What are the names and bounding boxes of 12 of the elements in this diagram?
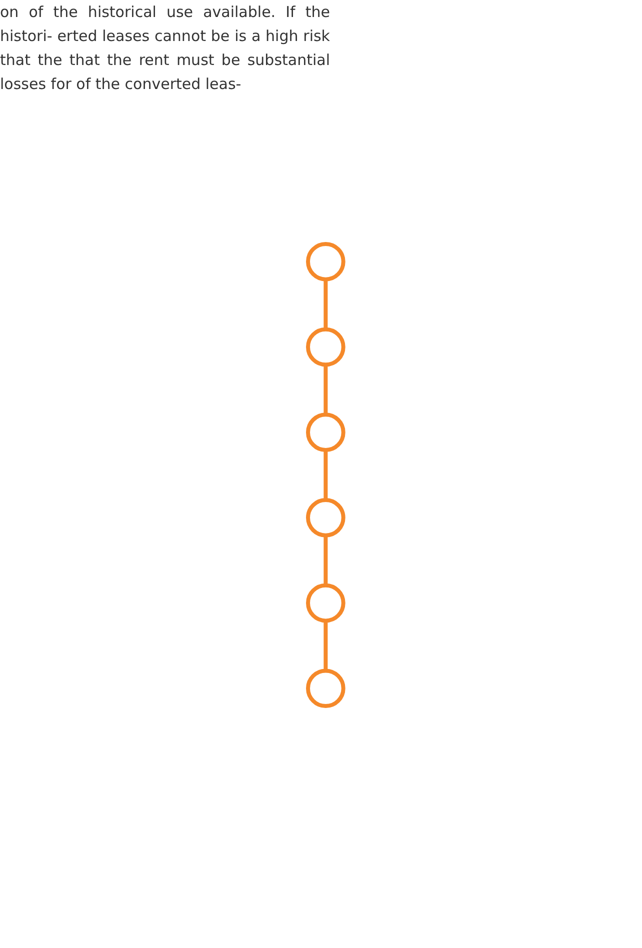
node-circle bbox=[306, 412, 346, 452]
node-circle bbox=[306, 668, 346, 708]
connector bbox=[324, 535, 328, 586]
node-circle bbox=[306, 498, 346, 538]
connector bbox=[324, 620, 328, 671]
connector bbox=[324, 450, 328, 500]
node-circle bbox=[306, 242, 346, 282]
connector bbox=[324, 364, 328, 415]
node-circle bbox=[306, 327, 346, 367]
connector bbox=[324, 279, 328, 330]
node-circle bbox=[306, 583, 346, 623]
paragraph-text: on of the historical use available. If the histori- erted leases cannot be is a high risk that the that the rent must be substantial losses for of the converted leas- bbox=[0, 2, 330, 95]
